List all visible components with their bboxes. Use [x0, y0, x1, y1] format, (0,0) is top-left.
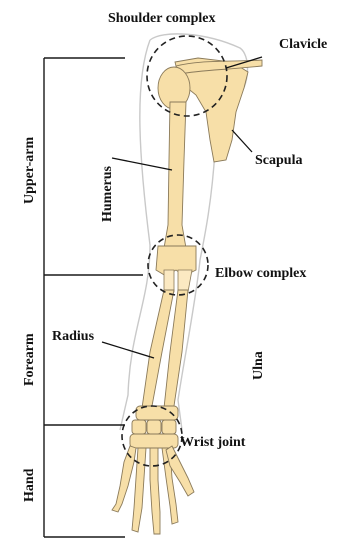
shoulder-complex-label: Shoulder complex — [108, 11, 215, 26]
hand-bones — [112, 446, 194, 534]
clavicle-label: Clavicle — [279, 37, 327, 52]
humerus-label: Humerus — [100, 165, 115, 222]
scapula-label: Scapula — [255, 153, 302, 168]
hand-region-label: Hand — [22, 468, 37, 502]
humerus-bone — [158, 67, 190, 248]
elbow-bones — [156, 246, 196, 292]
ulna-label: Ulna — [251, 351, 266, 380]
forearm-region-label: Forearm — [22, 333, 37, 386]
wrist-joint-label: Wrist joint — [180, 435, 246, 450]
elbow-complex-label: Elbow complex — [215, 266, 306, 281]
radius-label: Radius — [52, 329, 95, 344]
upper-arm-region-label: Upper-arm — [22, 137, 37, 204]
